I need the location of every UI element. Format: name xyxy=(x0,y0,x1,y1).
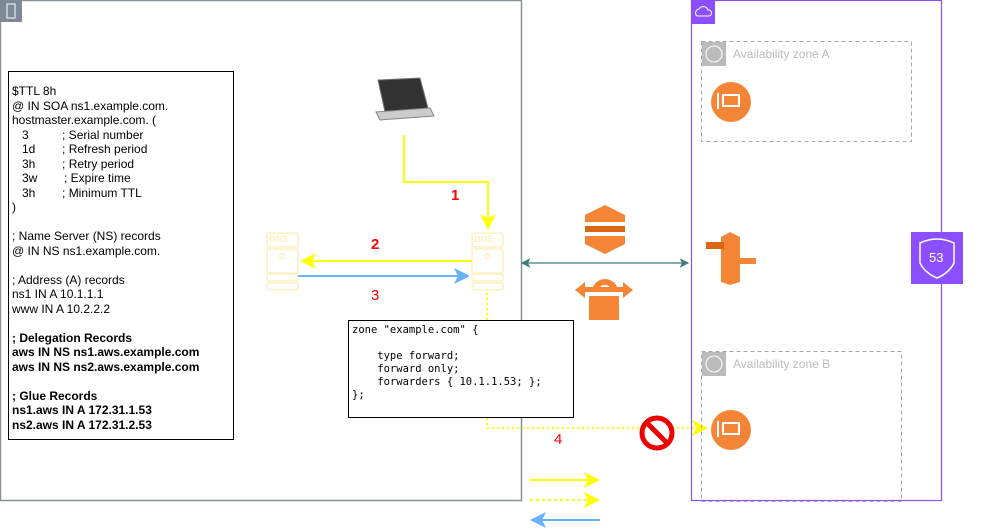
blocked-icon xyxy=(639,415,675,451)
delegation-records: ; Delegation Records aws IN NS ns1.aws.e… xyxy=(12,330,200,432)
vpn-gateway-icon xyxy=(575,279,633,320)
az-b-boundary xyxy=(701,351,902,502)
az-b-location-icon xyxy=(702,352,726,376)
route53-icon xyxy=(911,232,963,284)
az-a-boundary xyxy=(701,41,912,142)
step-2-label: 2 xyxy=(371,236,380,253)
dns-server-left-icon xyxy=(266,232,299,291)
zone-records: $TTL 8h @ IN SOA ns1.example.com. hostma… xyxy=(12,84,169,316)
resolver-endpoint-a-icon xyxy=(711,82,751,122)
direct-connect-icon xyxy=(585,205,625,254)
on-premises-boundary xyxy=(0,0,523,502)
az-a-location-icon xyxy=(702,42,726,66)
dns-left-label: DNS xyxy=(269,234,289,244)
az-b-label: Availability zone B xyxy=(733,357,831,371)
zone-file: $TTL 8h @ IN SOA ns1.example.com. hostma… xyxy=(8,71,234,440)
forward-config: zone "example.com" { type forward; forwa… xyxy=(348,320,574,418)
vpc-icon xyxy=(691,0,715,24)
laptop-icon xyxy=(375,77,435,121)
az-a-label: Availability zone A xyxy=(733,47,830,61)
query-arrow-1 xyxy=(403,135,496,230)
route53-label: 53 xyxy=(929,250,944,265)
corporate-datacenter-icon xyxy=(0,0,22,22)
step-4-label: 4 xyxy=(554,431,563,448)
step-3-label: 3 xyxy=(371,287,380,304)
step-1-label: 1 xyxy=(451,187,460,204)
resolver-endpoint-b-icon xyxy=(711,410,751,450)
dns-right-label: DNS xyxy=(474,234,494,244)
router-icon xyxy=(706,232,756,285)
